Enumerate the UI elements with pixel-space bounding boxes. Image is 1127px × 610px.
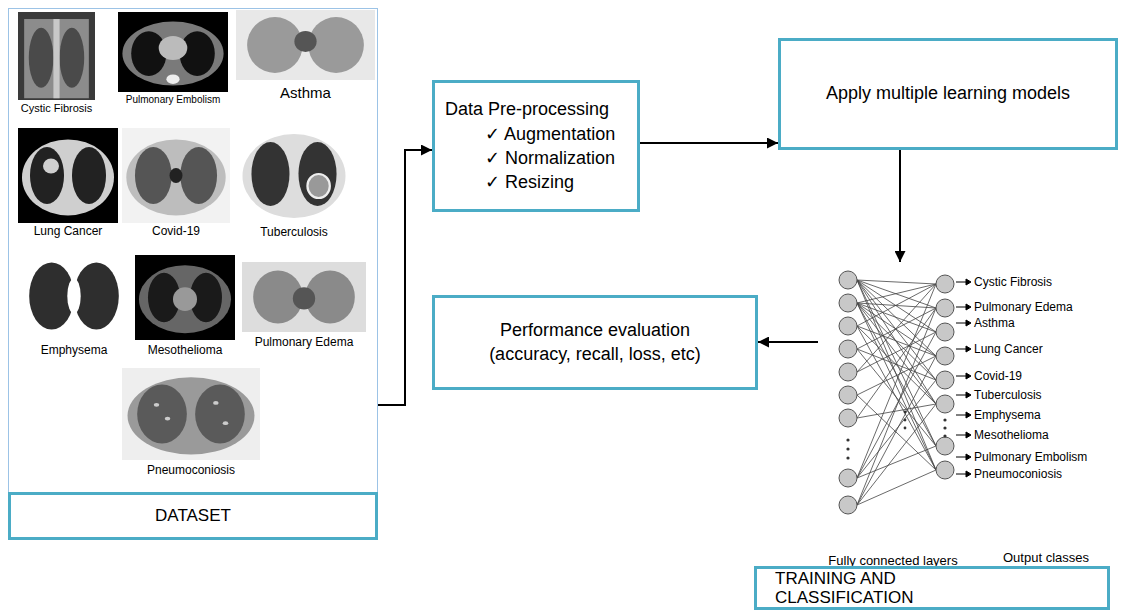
image-tile: Cystic Fibrosis bbox=[18, 12, 95, 118]
image-caption: Cystic Fibrosis bbox=[21, 101, 93, 115]
section-label-box: TRAINING AND CLASSIFICATION bbox=[754, 566, 1110, 610]
class-label: Pulmonary Embolism bbox=[974, 450, 1087, 464]
ct-image bbox=[118, 12, 228, 92]
class-label: Emphysema bbox=[974, 408, 1041, 422]
ct-image bbox=[122, 128, 230, 223]
network-node: Fully connected layers bbox=[818, 262, 968, 568]
image-tile: Mesothelioma bbox=[135, 255, 235, 362]
image-caption: Covid-19 bbox=[152, 224, 200, 240]
image-caption: Pulmonary Embolism bbox=[126, 93, 220, 106]
image-caption: Lung Cancer bbox=[34, 224, 103, 240]
image-caption: Emphysema bbox=[41, 343, 108, 359]
image-tile: Emphysema bbox=[18, 252, 130, 362]
process-box: Performance evaluation (accuracy, recall… bbox=[432, 295, 758, 390]
class-label: Covid-19 bbox=[974, 369, 1022, 383]
image-caption: Asthma bbox=[280, 83, 331, 103]
image-caption: Mesothelioma bbox=[148, 343, 223, 359]
image-tile: Pneumoconiosis bbox=[122, 368, 260, 482]
image-tile: Pulmonary Edema bbox=[242, 262, 366, 354]
image-caption: Tuberculosis bbox=[260, 225, 328, 241]
xray-image bbox=[18, 12, 95, 100]
image-tile: Pulmonary Embolism bbox=[118, 12, 228, 109]
label-holder: Tuberculosis bbox=[974, 388, 1042, 402]
checklist-item: ✓ Augmentation bbox=[445, 122, 627, 146]
ct-image bbox=[238, 124, 350, 224]
class-label: Pulmonary Edema bbox=[974, 300, 1073, 314]
class-label: Tuberculosis bbox=[974, 388, 1042, 402]
class-label: Asthma bbox=[974, 316, 1015, 330]
dataset-panel: DATASET Cystic Fibrosis Pulmonary Embolism… bbox=[8, 8, 378, 540]
flow-arrow bbox=[378, 150, 432, 405]
ct-image bbox=[18, 128, 118, 223]
label-holder: Covid-19 bbox=[974, 369, 1022, 383]
process-box: Data Pre-processing✓ Augmentation✓ Norma… bbox=[432, 80, 640, 212]
checklist-item: ✓ Resizing bbox=[445, 170, 627, 194]
ct-image bbox=[18, 252, 130, 340]
label-holder: Mesothelioma bbox=[974, 428, 1049, 442]
image-tile: Asthma bbox=[236, 10, 375, 106]
label-holder: Emphysema bbox=[974, 408, 1041, 422]
flow-arrow bbox=[640, 142, 778, 144]
dataset-label: DATASET bbox=[8, 492, 378, 540]
box-text: Data Pre-processing bbox=[445, 97, 627, 121]
ct-image bbox=[135, 255, 235, 340]
ct-image bbox=[242, 262, 366, 332]
box-text: Performance evaluation (accuracy, recall… bbox=[468, 319, 723, 366]
process-box: Apply multiple learning models bbox=[778, 38, 1118, 150]
label-holder: Pneumoconiosis bbox=[974, 467, 1062, 481]
label-holder: Pulmonary Embolism bbox=[974, 450, 1087, 464]
label-holder: Cystic Fibrosis bbox=[974, 275, 1052, 289]
image-tile: Tuberculosis bbox=[238, 124, 350, 244]
class-label: Mesothelioma bbox=[974, 428, 1049, 442]
box-text: Apply multiple learning models bbox=[826, 82, 1070, 105]
class-label: Pneumoconiosis bbox=[974, 467, 1062, 481]
image-tile: Covid-19 bbox=[122, 128, 230, 243]
label-holder: Output classes bbox=[1003, 550, 1089, 566]
network-illustration bbox=[839, 271, 954, 514]
image-caption: Pulmonary Edema bbox=[255, 335, 354, 351]
axis-caption: Output classes bbox=[1003, 550, 1089, 566]
label-holder: Pulmonary Edema bbox=[974, 300, 1073, 314]
ct-image bbox=[122, 368, 260, 460]
box-text: TRAINING AND CLASSIFICATION bbox=[775, 569, 975, 607]
flow-arrow bbox=[899, 150, 901, 262]
label-holder: Lung Cancer bbox=[974, 342, 1043, 356]
output-arrows bbox=[956, 279, 971, 477]
label-holder: Asthma bbox=[974, 316, 1015, 330]
flow-arrow bbox=[758, 341, 818, 343]
class-label: Lung Cancer bbox=[974, 342, 1043, 356]
checklist-item: ✓ Normalization bbox=[445, 146, 627, 170]
image-tile: Lung Cancer bbox=[18, 128, 118, 243]
ct-image bbox=[236, 10, 375, 80]
class-label: Cystic Fibrosis bbox=[974, 275, 1052, 289]
image-caption: Pneumoconiosis bbox=[147, 463, 235, 479]
